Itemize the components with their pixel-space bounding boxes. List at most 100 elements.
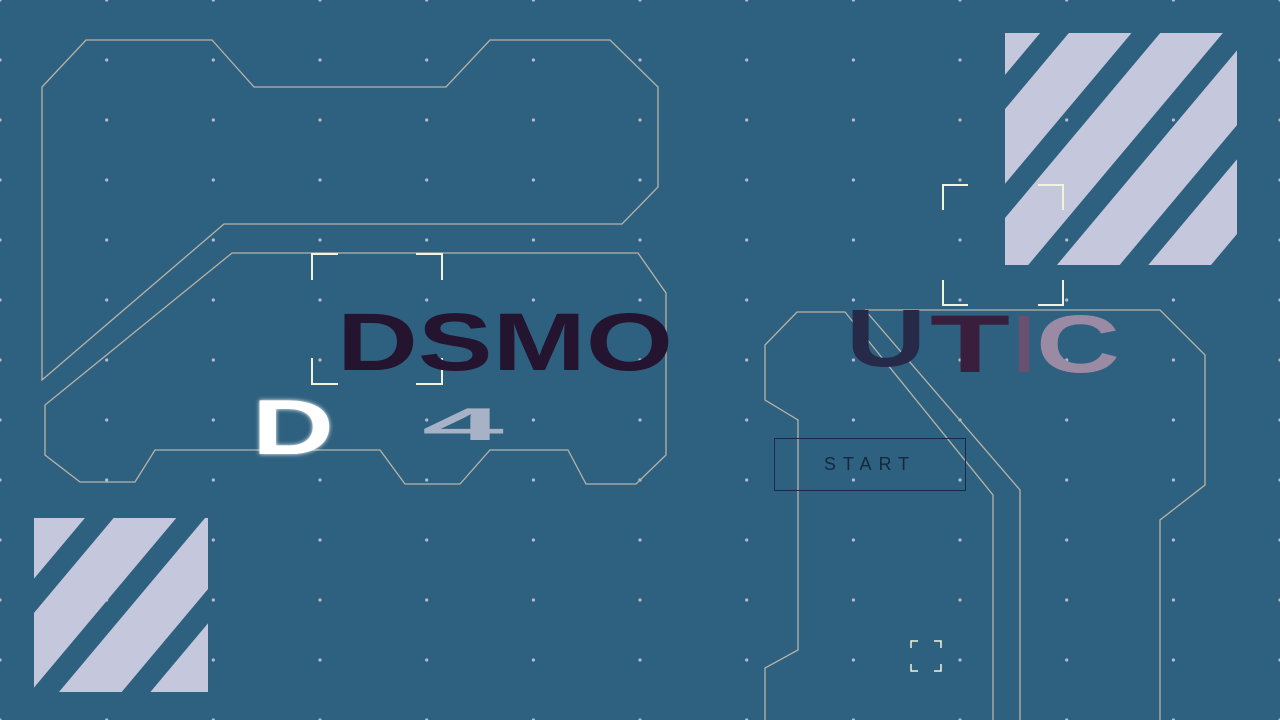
grid-dot (0, 178, 2, 182)
bracket-right (942, 184, 1064, 306)
grid-dot (638, 538, 642, 542)
grid-dot (638, 178, 642, 182)
striped-panel-bottom-left (34, 518, 208, 692)
grid-dot (745, 178, 749, 182)
grid-dot (851, 598, 856, 602)
grid-dot (531, 658, 536, 662)
grid-dot (0, 598, 2, 602)
title-letter-u: U (846, 293, 926, 384)
grid-dot (1065, 0, 1069, 2)
grid-dot (318, 658, 322, 662)
grid-dot (851, 478, 856, 482)
grid-dot (1171, 538, 1175, 542)
grid-dot (958, 178, 962, 182)
grid-dot (211, 178, 215, 182)
grid-dot (1065, 538, 1069, 542)
grid-dot (745, 478, 749, 482)
grid-dot (1171, 0, 1175, 2)
grid-dot (531, 58, 536, 62)
grid-dot (638, 598, 642, 602)
grid-dot (958, 118, 962, 122)
grid-dot (425, 58, 429, 62)
start-button-label: START (823, 454, 917, 474)
frame-outlines (41, 39, 1206, 720)
grid-dot (318, 358, 322, 362)
grid-dot (0, 118, 2, 122)
frame-middle-left (44, 252, 667, 485)
grid-dot (531, 598, 536, 602)
title-letter-c: C (1036, 299, 1120, 390)
grid-dot (958, 58, 962, 62)
grid-dot (211, 478, 215, 482)
grid-dot (318, 298, 322, 302)
grid-dot (1171, 418, 1175, 422)
grid-dot (745, 658, 749, 662)
bracket-small (910, 640, 942, 672)
grid-dot (425, 538, 429, 542)
grid-dot (851, 0, 855, 2)
grid-dot (851, 178, 856, 182)
grid-dot (958, 658, 962, 662)
grid-dot (745, 118, 749, 122)
grid-dot (105, 178, 109, 182)
grid-dot (851, 298, 856, 302)
grid-dot (745, 238, 749, 242)
grid-dot (318, 418, 322, 422)
striped-panel-top-right (1005, 33, 1237, 265)
grid-dot (105, 118, 109, 122)
grid-dot (958, 478, 962, 482)
grid-dot (1171, 298, 1175, 302)
grid-dot (1065, 658, 1069, 662)
grid-dot (851, 418, 856, 422)
grid-dot (745, 418, 749, 422)
grid-dot (211, 598, 215, 602)
grid-dot (1065, 478, 1069, 482)
grid-dot (1171, 478, 1175, 482)
grid-dot (531, 178, 536, 182)
grid-dot (958, 598, 962, 602)
grid-dot (531, 0, 535, 2)
grid-dot (531, 238, 536, 242)
bracket-left (311, 253, 443, 385)
grid-dot (958, 238, 962, 242)
grid-dot (318, 478, 322, 482)
grid-dot (425, 0, 429, 2)
grid-dot (318, 118, 322, 122)
start-button[interactable]: START (774, 438, 966, 491)
grid-dot (0, 658, 2, 662)
grid-dot (0, 298, 2, 302)
grid-dot (0, 538, 2, 542)
grid-dot (745, 538, 749, 542)
grid-dot (105, 0, 109, 2)
grid-dot (105, 418, 109, 422)
grid-dot (318, 598, 322, 602)
grid-dot (105, 478, 109, 482)
focus-brackets (311, 184, 1064, 672)
grid-dot (851, 238, 856, 242)
grid-dot (1171, 358, 1175, 362)
grid-dot (638, 0, 642, 2)
grid-dot (105, 238, 109, 242)
grid-dot (425, 118, 429, 122)
grid-dot (1065, 298, 1069, 302)
grid-dot (0, 418, 2, 422)
grid-dot (0, 358, 2, 362)
grid-dot (318, 178, 322, 182)
grid-dot (425, 238, 429, 242)
grid-dot (0, 58, 2, 62)
grid-dot (105, 358, 109, 362)
glowing-letter-d: D (252, 383, 334, 471)
grid-dot (1065, 418, 1069, 422)
grid-dot (0, 0, 2, 2)
grid-dot (318, 58, 322, 62)
grid-dot (958, 358, 962, 362)
grid-dot (531, 358, 536, 362)
title-part-2: U T I C (846, 293, 1120, 390)
grid-dot (638, 418, 642, 422)
grid-dot (745, 58, 749, 62)
grid-dot (211, 118, 215, 122)
grid-dot (425, 418, 429, 422)
grid-dot (851, 118, 856, 122)
